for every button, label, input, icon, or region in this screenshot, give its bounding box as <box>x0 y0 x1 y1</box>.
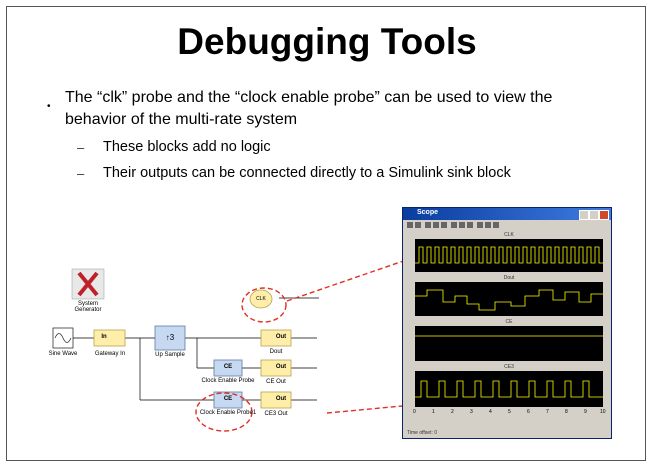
x-tick-9: 9 <box>584 409 587 415</box>
restore-axes-icon[interactable] <box>467 222 473 228</box>
scope-toolbar <box>405 221 609 231</box>
x-tick-0: 0 <box>413 409 416 415</box>
up-sample-label: Up Sample <box>155 352 185 358</box>
params-icon[interactable] <box>415 222 421 228</box>
system-generator-label: System Generator <box>74 301 102 313</box>
x-tick-5: 5 <box>508 409 511 415</box>
ce-text-1: CE <box>223 364 233 370</box>
trace-ce <box>415 335 603 337</box>
plot-title-ce3: CE3 <box>504 364 514 370</box>
dout-block <box>260 329 292 347</box>
print-icon[interactable] <box>407 222 413 228</box>
ce3-out-label: CE3 Out <box>264 411 288 417</box>
x-tick-1: 1 <box>432 409 435 415</box>
sine-wave-label: Sine Wave <box>48 351 78 357</box>
ce-out-label: CE Out <box>266 379 286 385</box>
zoom-y-icon[interactable] <box>441 222 447 228</box>
sub-bullet-dash-2: – <box>77 166 85 181</box>
gateway-in-text: In <box>101 334 107 340</box>
clock-enable-probe1-block <box>213 391 243 409</box>
gateway-in-block <box>93 329 126 347</box>
clk-text: CLK <box>256 296 266 302</box>
dout-label: Dout <box>269 349 283 355</box>
signal-selector-icon[interactable] <box>493 222 499 228</box>
trace-dout <box>415 289 603 311</box>
out-text-1: Out <box>275 334 287 340</box>
clk-arrow <box>286 256 416 302</box>
bullet-marker: • <box>47 101 51 112</box>
clock-enable-probe-block <box>213 359 243 377</box>
x-tick-7: 7 <box>546 409 549 415</box>
scope-window[interactable]: Scope CLK Dout <box>402 207 612 439</box>
slide-title: Debugging Tools <box>177 21 477 62</box>
slide: Debugging Tools • The “clk” probe and th… <box>6 6 646 461</box>
plot-dout <box>415 282 603 316</box>
ce-out-block <box>260 359 292 377</box>
plot-ce <box>415 326 603 361</box>
plot-title-dout: Dout <box>503 275 515 281</box>
x-tick-2: 2 <box>451 409 454 415</box>
out-text-3: Out <box>275 396 287 402</box>
zoom-icon[interactable] <box>425 222 431 228</box>
maximize-icon[interactable] <box>589 210 599 220</box>
x-tick-4: 4 <box>489 409 492 415</box>
sub-bullet-1: These blocks add no logic <box>103 139 271 155</box>
trace-clk <box>415 246 603 264</box>
x-tick-10: 10 <box>600 409 606 415</box>
gateway-in-label: Gateway In <box>94 351 126 357</box>
sub-bullet-2: Their outputs can be connected directly … <box>103 165 511 181</box>
trace-ce3 <box>415 380 603 398</box>
clk-probe-block <box>249 289 273 309</box>
autoscale-icon[interactable] <box>451 222 457 228</box>
lock-axes-icon[interactable] <box>485 222 491 228</box>
clock-enable-probe-label: Clock Enable Probe <box>201 378 255 384</box>
clock-enable-probe1-label: Clock Enable Probe1 <box>199 410 257 416</box>
scope-status: Time offset: 0 <box>407 430 438 436</box>
save-axes-icon[interactable] <box>459 222 465 228</box>
floating-scope-icon[interactable] <box>477 222 483 228</box>
ce3-arrow <box>326 404 414 414</box>
plot-clk <box>415 239 603 272</box>
sub-bullet-dash-1: – <box>77 140 85 155</box>
sine-wave-icon <box>52 327 74 349</box>
system-generator-icon <box>71 268 105 300</box>
x-tick-3: 3 <box>470 409 473 415</box>
plot-ce3 <box>415 371 603 407</box>
plot-title-ce: CE <box>505 319 513 325</box>
scope-title: Scope <box>417 209 439 216</box>
main-bullet-text: The “clk” probe and the “clock enable pr… <box>65 89 553 128</box>
scope-titlebar[interactable]: Scope <box>403 208 611 220</box>
minimize-icon[interactable] <box>579 210 589 220</box>
ce-text-2: CE <box>223 396 233 402</box>
up-sample-icon: ↑3 <box>165 333 175 342</box>
up-sample-block <box>154 325 186 351</box>
out-text-2: Out <box>275 364 287 370</box>
ce3-out-block <box>260 391 292 409</box>
x-axis-ticks: 0 1 2 3 4 5 6 7 8 9 10 <box>413 409 606 416</box>
zoom-x-icon[interactable] <box>433 222 439 228</box>
close-icon[interactable] <box>599 210 609 220</box>
x-tick-6: 6 <box>527 409 530 415</box>
x-tick-8: 8 <box>565 409 568 415</box>
plot-title-clk: CLK <box>504 232 514 238</box>
ce3-highlight <box>195 392 253 432</box>
simulink-diagram <box>52 253 418 432</box>
clk-highlight <box>241 287 287 323</box>
